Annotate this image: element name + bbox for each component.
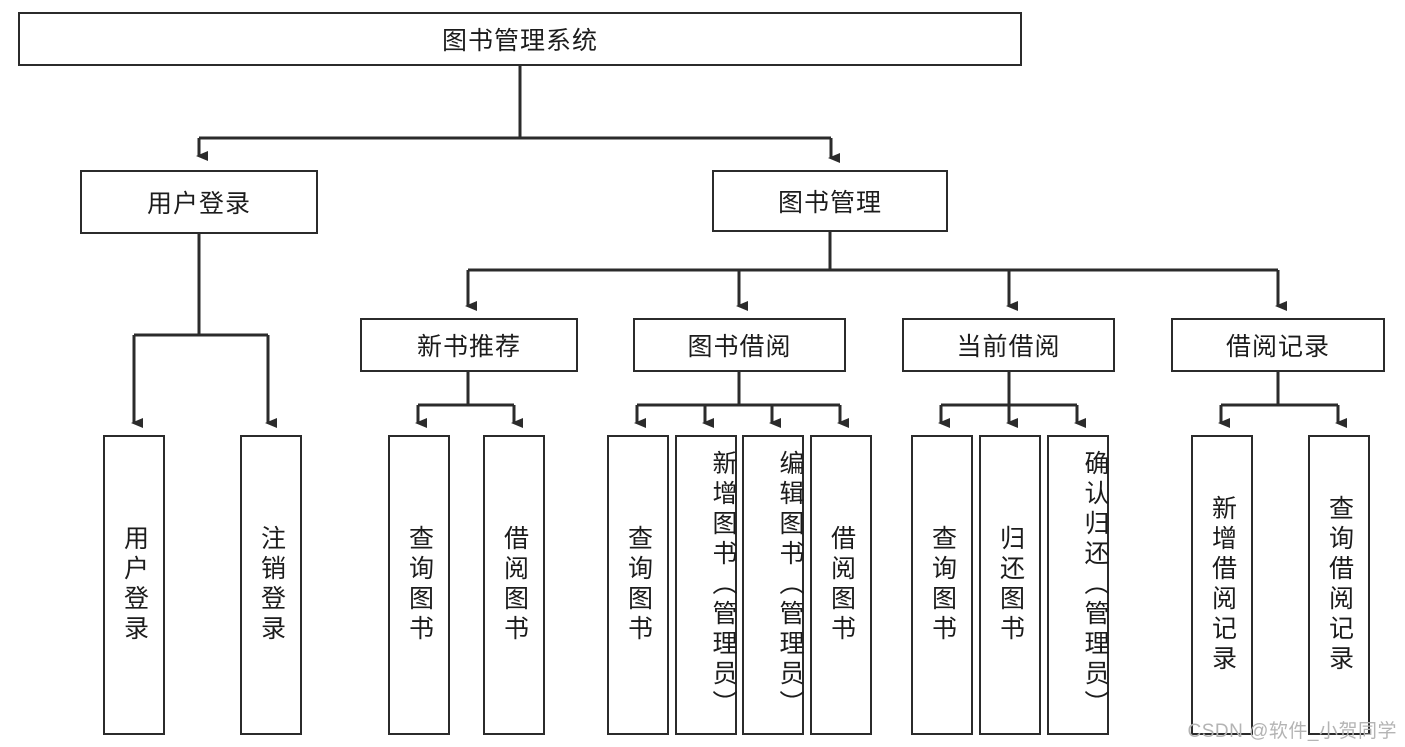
node-user-login-label: 用户登录 [146, 190, 251, 218]
node-book-manage[interactable]: 图书管理 [712, 170, 948, 232]
leaf-query-record-label: 查询借阅记录 [1325, 495, 1354, 675]
leaf-confirm-return-label: 确认归还（管理员） [1081, 450, 1109, 720]
node-current-borrow[interactable]: 当前借阅 [902, 318, 1115, 372]
node-user-login[interactable]: 用户登录 [80, 170, 318, 234]
leaf-return-book[interactable]: 归还图书 [979, 435, 1041, 735]
leaf-query-book-1-label: 查询图书 [405, 525, 434, 645]
leaf-add-record-label: 新增借阅记录 [1208, 495, 1237, 675]
node-current-borrow-label: 当前借阅 [956, 333, 1061, 361]
leaf-add-book-label: 新增图书（管理员） [709, 450, 737, 720]
leaf-return-book-label: 归还图书 [996, 525, 1025, 645]
node-new-book-recommend-label: 新书推荐 [416, 333, 521, 361]
node-new-book-recommend[interactable]: 新书推荐 [360, 318, 578, 372]
watermark: CSDN @软件_小贺同学 [1187, 721, 1397, 742]
node-borrow-record[interactable]: 借阅记录 [1171, 318, 1385, 372]
leaf-add-record[interactable]: 新增借阅记录 [1191, 435, 1253, 735]
leaf-user-logout-label: 注销登录 [257, 525, 286, 645]
leaf-borrow-book-2[interactable]: 借阅图书 [810, 435, 872, 735]
leaf-add-book[interactable]: 新增图书（管理员） [675, 435, 737, 735]
leaf-query-book-3[interactable]: 查询图书 [911, 435, 973, 735]
node-root-label: 图书管理系统 [441, 27, 598, 55]
leaf-confirm-return[interactable]: 确认归还（管理员） [1047, 435, 1109, 735]
node-book-manage-label: 图书管理 [777, 189, 882, 217]
leaf-query-book-3-label: 查询图书 [928, 525, 957, 645]
leaf-edit-book[interactable]: 编辑图书（管理员） [742, 435, 804, 735]
leaf-query-record[interactable]: 查询借阅记录 [1308, 435, 1370, 735]
leaf-borrow-book-1-label: 借阅图书 [500, 525, 529, 645]
leaf-user-login[interactable]: 用户登录 [103, 435, 165, 735]
leaf-edit-book-label: 编辑图书（管理员） [776, 450, 804, 720]
node-root[interactable]: 图书管理系统 [18, 12, 1022, 66]
leaf-user-logout[interactable]: 注销登录 [240, 435, 302, 735]
leaf-query-book-2-label: 查询图书 [624, 525, 653, 645]
node-book-borrow-label: 图书借阅 [687, 333, 792, 361]
node-book-borrow[interactable]: 图书借阅 [633, 318, 846, 372]
leaf-borrow-book-2-label: 借阅图书 [827, 525, 856, 645]
leaf-borrow-book-1[interactable]: 借阅图书 [483, 435, 545, 735]
leaf-query-book-1[interactable]: 查询图书 [388, 435, 450, 735]
leaf-query-book-2[interactable]: 查询图书 [607, 435, 669, 735]
node-borrow-record-label: 借阅记录 [1225, 333, 1330, 361]
leaf-user-login-label: 用户登录 [120, 525, 149, 645]
